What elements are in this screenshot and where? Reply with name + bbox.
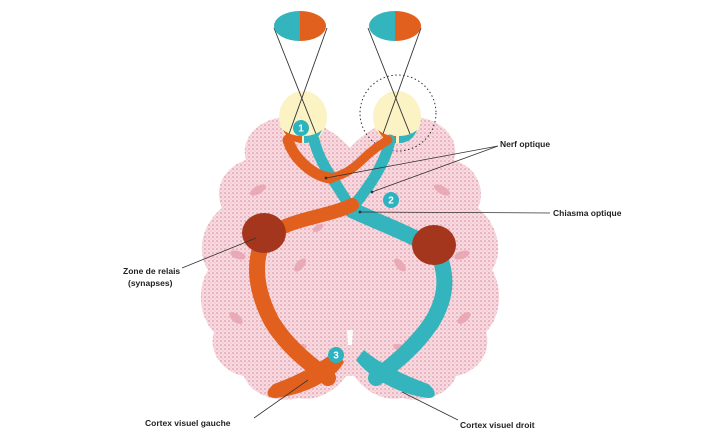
marker-2: 2 (383, 192, 399, 208)
marker-3: 3 (328, 347, 344, 363)
label-zone-de-relais: Zone de relais (123, 266, 181, 276)
right-eye (373, 91, 421, 143)
marker-2-text: 2 (388, 196, 394, 207)
nerf-pointer-dot-left (324, 176, 328, 180)
cortex-left (267, 350, 344, 398)
nerf-pointer-dot-right (370, 190, 374, 194)
relay-zone-right (412, 225, 456, 265)
visual-field-left (274, 11, 326, 41)
relay-zone-left (242, 213, 286, 253)
left-eye (279, 91, 327, 143)
label-synapses: (synapses) (128, 278, 173, 288)
label-cortex-visuel-gauche: Cortex visuel gauche (145, 418, 231, 428)
marker-1: 1 (293, 120, 309, 136)
label-chiasma-optique: Chiasma optique (553, 208, 622, 218)
cortex-right (356, 350, 435, 398)
label-nerf-optique: Nerf optique (500, 139, 551, 149)
visual-field-right (369, 11, 421, 41)
brain-outline (200, 116, 500, 400)
label-leader-lines (181, 145, 551, 421)
label-cortex-visuel-droit: Cortex visuel droit (460, 420, 535, 430)
marker-1-text: 1 (298, 124, 304, 135)
chiasma-pointer-dot (358, 210, 362, 214)
eye-highlight-circle (359, 74, 437, 152)
brain-midline (347, 330, 353, 345)
marker-3-text: 3 (333, 351, 339, 362)
